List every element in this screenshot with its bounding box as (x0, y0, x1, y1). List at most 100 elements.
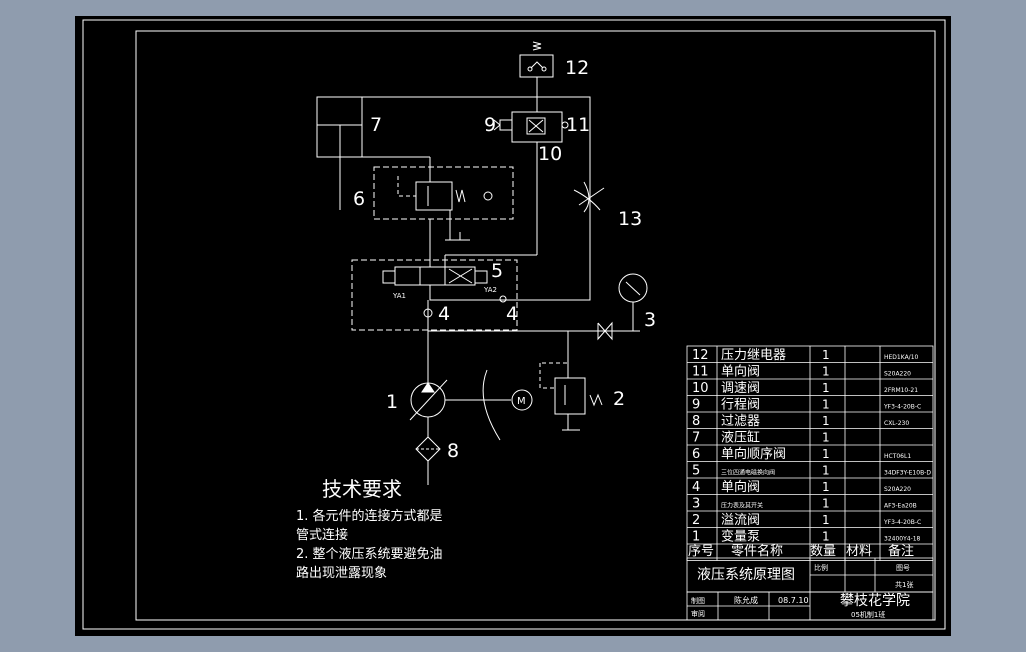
callout-9: 9 (484, 114, 496, 136)
callout-7: 7 (370, 114, 382, 136)
bom-cell-no: 5 (692, 464, 700, 479)
bom-cell-no: 3 (692, 497, 700, 512)
school-name: 攀枝花学院 (840, 593, 910, 609)
bom-cell-no: 12 (692, 348, 709, 363)
drawing-title: 液压系统原理图 (697, 567, 795, 583)
bom-header-name: 零件名称 (731, 543, 783, 559)
bom-cell-no: 7 (692, 431, 700, 446)
bom-cell-no: 4 (692, 480, 700, 495)
check-valve-4a[interactable] (423, 300, 433, 390)
bom-row: 1 变量泵 1 32400Y4-18 (692, 529, 921, 545)
bom-cell-note: CXL-230 (884, 420, 909, 427)
sequence-valve-6[interactable] (340, 156, 514, 241)
bom-header-qty: 数量 (810, 544, 836, 559)
filter-8[interactable] (415, 417, 441, 485)
bom-cell-name: 调速阀 (721, 381, 760, 396)
drawing-sheet (75, 16, 951, 636)
bill-of-materials (686, 345, 934, 561)
callout-4b: 4 (506, 303, 518, 325)
callout-5: 5 (491, 260, 503, 282)
stroke-valve-9[interactable] (493, 119, 513, 131)
bom-header-note: 备注 (888, 543, 914, 559)
bom-header-material: 材料 (846, 544, 872, 559)
bom-cell-qty: 1 (822, 480, 830, 494)
tech-req-line4: 路出现泄露现象 (296, 565, 387, 581)
bom-cell-note: S20A220 (884, 486, 911, 493)
drawing-no-label: 图号 (896, 564, 910, 572)
bom-cell-name: 行程阀 (721, 398, 760, 413)
callout-4a: 4 (438, 303, 450, 325)
bom-row: 5 三位四通电磁换向阀 1 34DF3Y-E10B-D (692, 464, 931, 479)
callout-2: 2 (613, 388, 625, 410)
callout-8: 8 (447, 440, 459, 462)
bom-cell-qty: 1 (822, 497, 830, 511)
bom-row: 7 液压缸 1 (692, 430, 830, 446)
bom-cell-note: S20A220 (884, 371, 911, 378)
callout-11: 11 (566, 114, 590, 136)
bom-cell-qty: 1 (822, 447, 830, 461)
check-valve-4b[interactable] (499, 295, 507, 303)
directional-valve-5[interactable] (351, 219, 518, 331)
bom-cell-qty: 1 (822, 398, 830, 412)
pressure-switch-12[interactable] (519, 41, 554, 97)
bom-cell-qty: 1 (822, 431, 830, 445)
callout-labels: 1 2 3 4 4 5 6 7 8 9 10 11 12 13 (353, 57, 656, 462)
bom-cell-note: 32400Y4-18 (884, 536, 921, 543)
class-name: 05机制1班 (851, 610, 885, 619)
throttle-13[interactable] (573, 181, 605, 213)
hydraulic-cylinder-7[interactable] (316, 96, 363, 210)
bom-cell-note: AF3-Ea20B (884, 503, 917, 510)
bom-cell-note: YF3-4-20B-C (883, 404, 921, 411)
bom-cell-qty: 1 (822, 365, 830, 379)
inner-frame (135, 30, 936, 621)
bom-cell-name: 单向阀 (721, 364, 760, 380)
drawn-label: 制图 (691, 596, 705, 605)
motor-m[interactable] (511, 389, 533, 411)
bom-cell-qty: 1 (822, 530, 830, 544)
bom-cell-name: 变量泵 (721, 529, 760, 545)
outer-frame (82, 19, 946, 630)
title-block-text: 液压系统原理图 比例 图号 共1张 制图 陈允成 08.7.10 审阅 攀枝花学… (691, 563, 913, 619)
bom-header-row: 序号 零件名称 数量 材料 备注 (688, 543, 914, 559)
callout-12: 12 (565, 57, 589, 79)
bom-cell-qty: 1 (822, 348, 830, 362)
bom-cell-no: 1 (692, 530, 700, 545)
speed-control-valve-10[interactable] (445, 97, 563, 256)
relief-valve-2[interactable] (539, 331, 603, 431)
callout-13: 13 (618, 208, 642, 230)
bom-cell-qty: 1 (822, 414, 830, 428)
drawn-by: 陈允成 (734, 595, 758, 605)
sheet-label: 共1张 (895, 580, 913, 589)
date: 08.7.10 (778, 596, 809, 605)
bom-cell-no: 10 (692, 381, 709, 396)
bom-cell-name: 三位四通电磁换向阀 (721, 469, 775, 477)
pressure-gauge-3[interactable] (597, 273, 648, 341)
bom-cell-name: 溢流阀 (721, 513, 760, 528)
bom-cell-no: 6 (692, 447, 700, 462)
check-valve-11[interactable] (561, 121, 569, 129)
bom-cell-note: 34DF3Y-E10B-D (884, 470, 931, 477)
bom-cell-qty: 1 (822, 464, 830, 478)
bom-cell-name: 过滤器 (721, 414, 760, 429)
tech-req-line1: 1. 各元件的连接方式都是 (296, 508, 443, 524)
bom-cell-qty: 1 (822, 513, 830, 527)
tech-req-title: 技术要求 (322, 477, 402, 501)
bom-cell-no: 11 (692, 365, 709, 380)
scale-label: 比例 (814, 563, 828, 572)
bom-cell-note: 2FRM10-21 (884, 387, 918, 394)
bom-cell-name: 单向顺序阀 (721, 446, 786, 462)
bom-cell-no: 2 (692, 513, 700, 528)
technical-requirements: 技术要求 1. 各元件的连接方式都是 管式连接 2. 整个液压系统要避免油 路出… (296, 477, 443, 581)
hydraulic-circuit (316, 41, 648, 485)
bom-cell-name: 液压缸 (721, 430, 760, 446)
bom-row: 11 单向阀 1 S20A220 (692, 364, 911, 380)
title-block (686, 557, 934, 621)
